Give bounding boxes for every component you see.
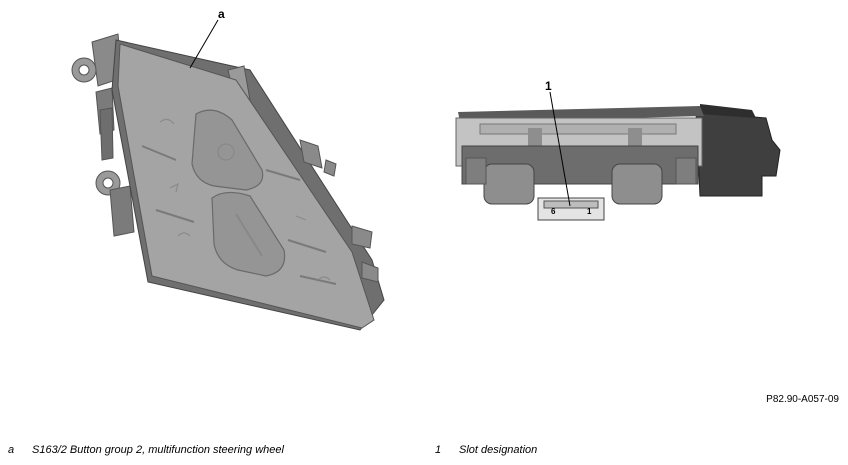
legend-text: S163/2 Button group 2, multifunction ste… [32, 444, 284, 456]
callout-a-leader [189, 19, 219, 69]
boss-left [483, 163, 535, 205]
legend-item-1: 1 Slot designation [435, 444, 537, 456]
legend-text: Slot designation [459, 444, 538, 456]
mounting-clip-upper [71, 33, 123, 161]
pin-label-1: 1 [587, 207, 592, 216]
figure-reference-code: P82.90-A057-09 [766, 394, 839, 405]
callout-label-a: a [218, 7, 225, 21]
mounting-clip-lower [95, 170, 135, 237]
pin-label-6: 6 [551, 207, 556, 216]
legend-item-a: a S163/2 Button group 2, multifunction s… [8, 444, 284, 456]
boss-right [611, 163, 663, 205]
callout-label-1: 1 [545, 79, 552, 93]
legend-key: a [8, 444, 15, 456]
button-symbols [159, 118, 331, 281]
upper-rocker-key [191, 109, 264, 191]
connector-drawing [455, 91, 781, 221]
legend-key: 1 [435, 444, 442, 456]
button-group-drawing [71, 19, 385, 331]
callout-1-leader [549, 91, 571, 207]
housing-right-block [695, 111, 781, 197]
